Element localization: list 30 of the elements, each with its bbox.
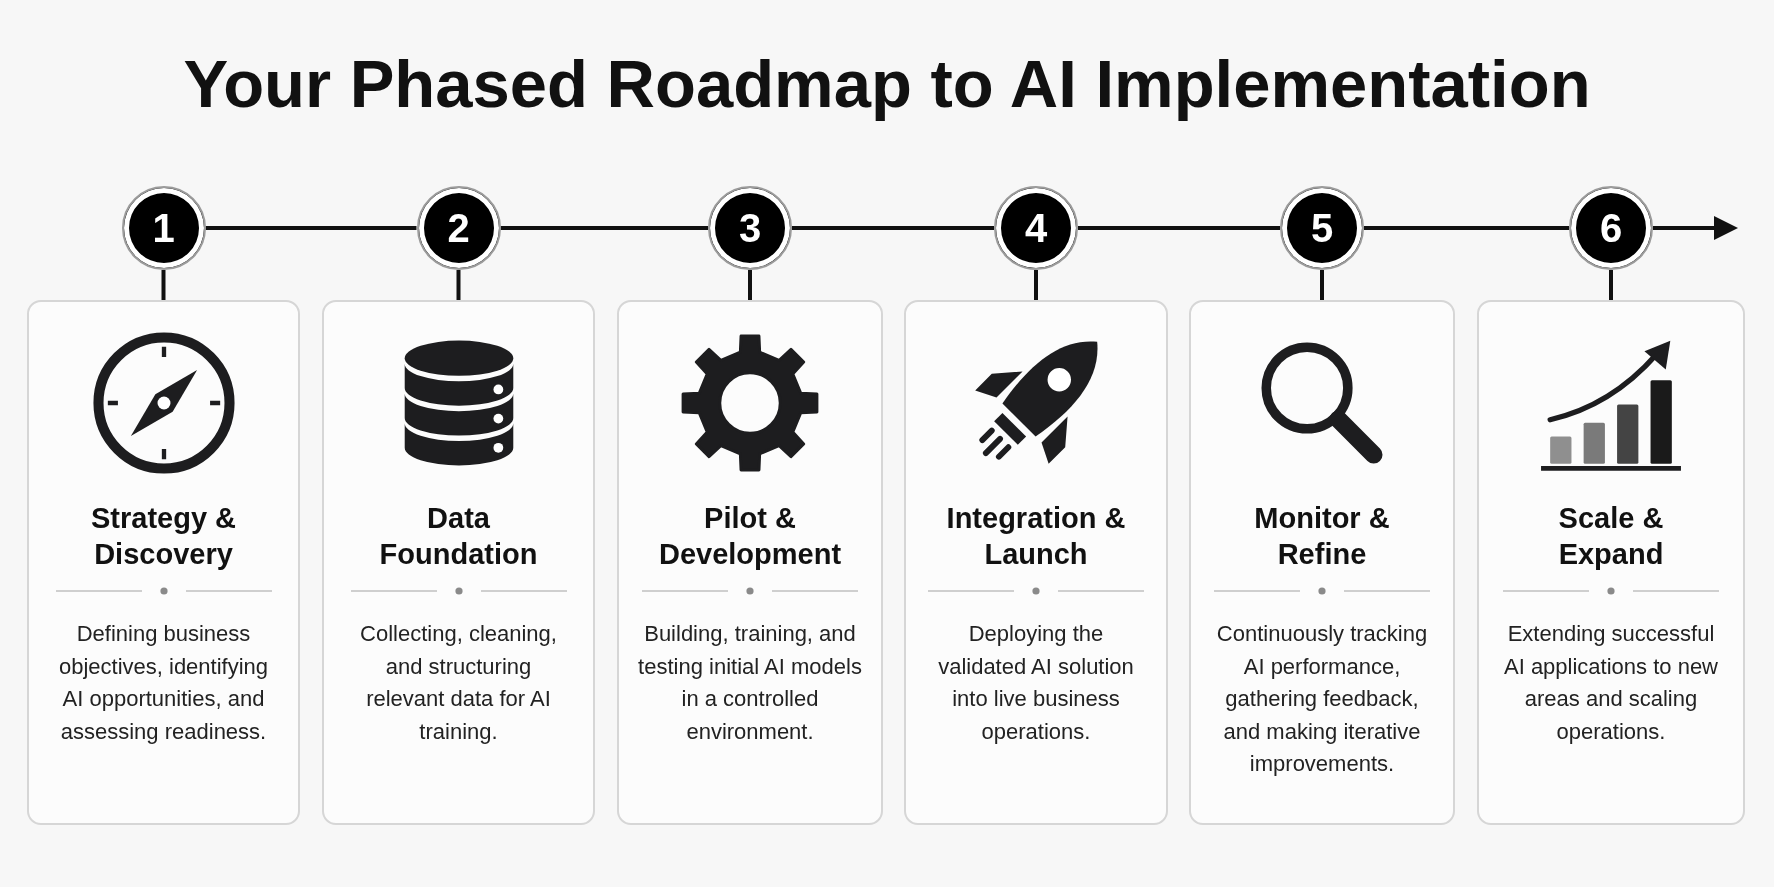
phase-description: Building, training, and testing initial AI models in a controlled environment. (637, 620, 863, 746)
phase-title: Integration & Launch (945, 501, 1127, 572)
timeline-line (1364, 226, 1569, 230)
phase-title: Strategy & Discovery (89, 501, 237, 572)
phase-description: Collecting, cleaning, and structuring relevant data for AI training. (359, 620, 558, 746)
timeline-line (205, 226, 417, 230)
phase-title: Data Foundation (378, 501, 539, 572)
phase-card (617, 300, 883, 825)
timeline-line (1078, 226, 1280, 230)
timeline-arrow (1653, 216, 1738, 240)
timeline-line (500, 226, 708, 230)
phase-title: Scale & Expand (1557, 501, 1665, 572)
connector-line (161, 270, 166, 300)
connector-line (456, 270, 461, 300)
phase-card (1477, 300, 1745, 825)
phase-description: Continuously tracking AI performance, gathering feedback, and making iterative improvements. (1215, 620, 1429, 778)
connector-line (1320, 270, 1324, 300)
phase-card (1189, 300, 1455, 825)
phase-description: Extending successful AI applications to new areas and scaling operations. (1503, 620, 1719, 746)
timeline-line (792, 226, 994, 230)
connector-line (1034, 270, 1038, 300)
phase-description: Deploying the validated AI solution into live business operations. (937, 620, 1135, 746)
phase-description: Defining business objectives, identifying AI opportunities, and assessing readiness. (57, 620, 270, 746)
phase-card (904, 300, 1168, 825)
connector-line (748, 270, 752, 300)
phase-card (322, 300, 595, 825)
phase-title: Monitor & Refine (1253, 501, 1391, 572)
phase-card (27, 300, 300, 825)
connector-line (1609, 270, 1613, 300)
phase-title: Pilot & Development (657, 501, 843, 572)
